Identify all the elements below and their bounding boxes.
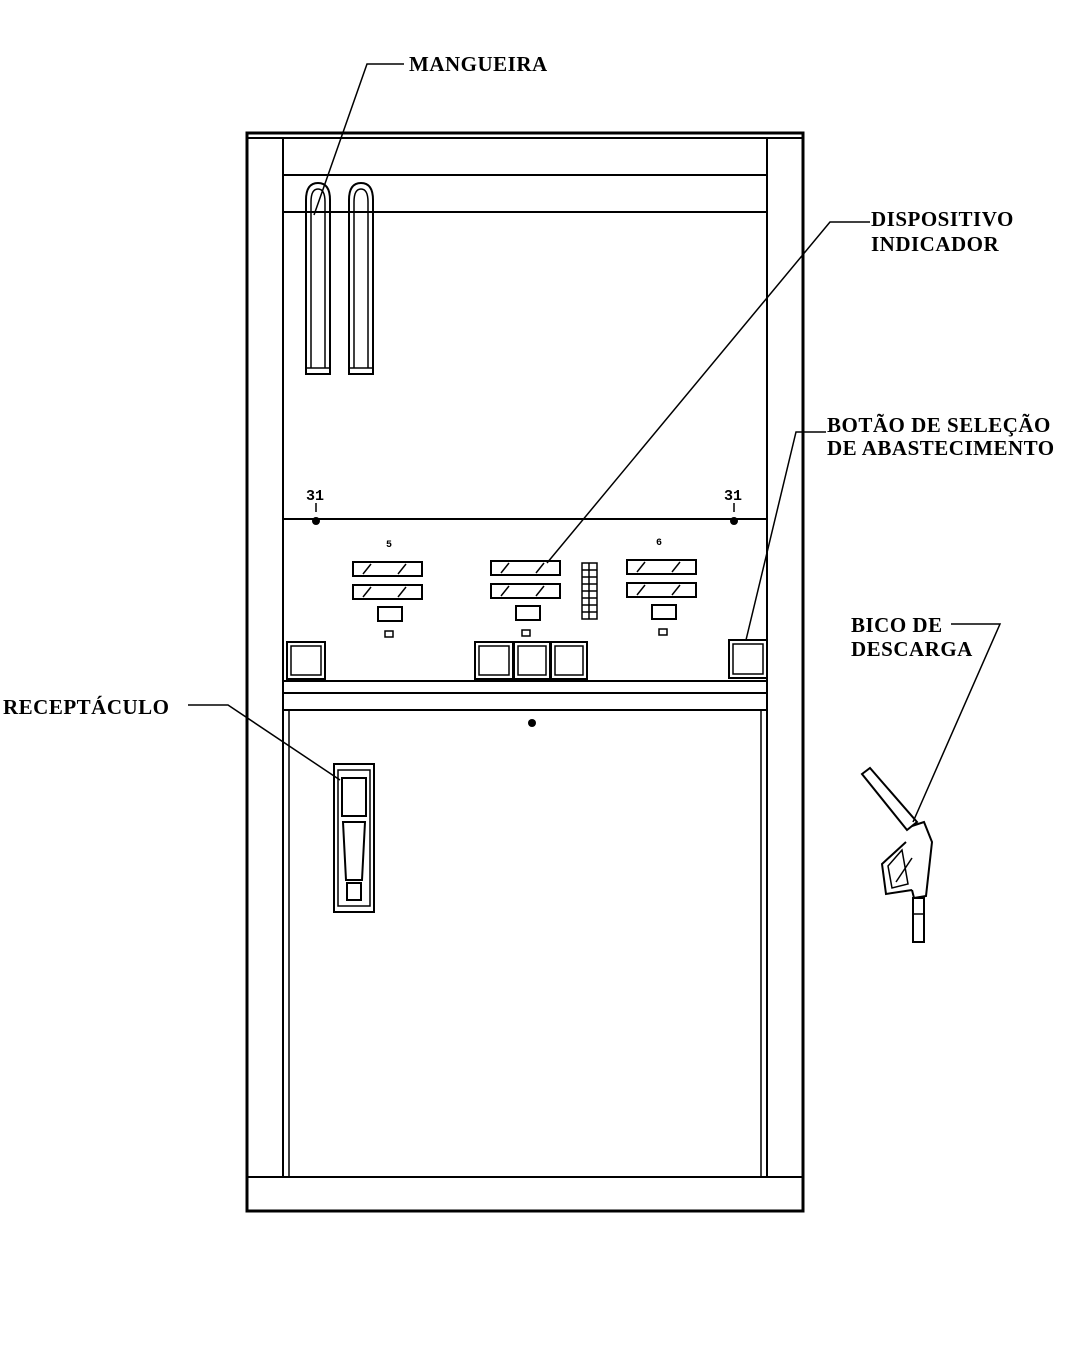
display-code-right: 6 xyxy=(656,538,662,549)
hoses xyxy=(305,181,374,375)
label-botao-line1: BOTÃO DE SELEÇÃO xyxy=(827,413,1051,437)
leader-mangueira xyxy=(313,63,404,216)
label-receptaculo: RECEPTÁCULO xyxy=(3,695,170,719)
callout-leaders xyxy=(188,63,1002,823)
button-center-2 xyxy=(513,641,551,680)
cabinet-outer-frame xyxy=(245,131,805,1213)
leader-dispositivo-indicador xyxy=(546,221,870,564)
panel-code-right: 31 xyxy=(724,488,742,505)
leader-botao-selecao xyxy=(745,431,826,641)
label-mangueira: MANGUEIRA xyxy=(409,52,548,76)
label-bico-line1: BICO DE xyxy=(851,613,943,637)
display-left xyxy=(352,561,423,638)
label-bico-line2: DESCARGA xyxy=(851,637,973,661)
label-dispositivo-line2: INDICADOR xyxy=(871,232,1000,256)
hose-left xyxy=(305,181,331,375)
button-center-1 xyxy=(474,641,514,680)
label-botao-line2: DE ABASTECIMENTO xyxy=(827,436,1055,460)
leader-bico-descarga xyxy=(912,623,1002,823)
display-right xyxy=(626,559,697,636)
discharge-nozzle xyxy=(860,766,934,943)
label-dispositivo-line1: DISPOSITIVO xyxy=(871,207,1014,231)
button-left xyxy=(286,641,326,680)
display-code-left: 5 xyxy=(386,540,392,551)
display-panel: 31 31 5 6 xyxy=(286,488,768,680)
door-lock xyxy=(528,719,536,727)
panel-code-left: 31 xyxy=(306,488,324,505)
button-center-3 xyxy=(550,641,588,680)
display-center xyxy=(490,560,598,637)
leader-receptaculo xyxy=(188,704,341,781)
nozzle-receptacle xyxy=(333,763,375,913)
callout-labels: MANGUEIRA DISPOSITIVO INDICADOR BOTÃO DE… xyxy=(3,52,1055,719)
hose-right xyxy=(348,181,374,375)
fueling-selection-button xyxy=(728,639,768,679)
keypad-grid xyxy=(581,562,598,620)
dispenser-cabinet xyxy=(245,131,805,1213)
